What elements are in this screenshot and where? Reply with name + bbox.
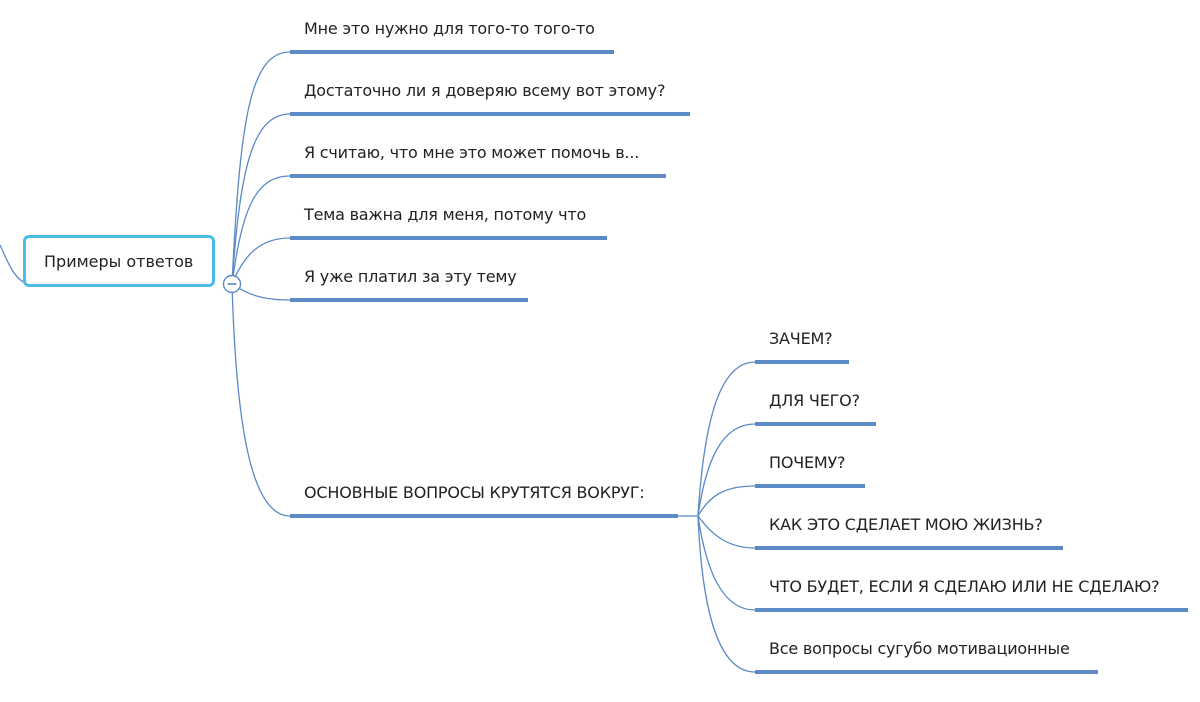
child-node-6[interactable]: Все вопросы сугубо мотивационные [769,639,1070,658]
branch-node-6[interactable]: ОСНОВНЫЕ ВОПРОСЫ КРУТЯТСЯ ВОКРУГ: [304,483,645,502]
child-node-2[interactable]: ДЛЯ ЧЕГО? [769,391,860,410]
branch-node-2[interactable]: Достаточно ли я доверяю всему вот этому? [304,81,666,100]
child-node-4[interactable]: КАК ЭТО СДЕЛАЕТ МОЮ ЖИЗНЬ? [769,515,1043,534]
child-node-1[interactable]: ЗАЧЕМ? [769,329,833,348]
root-node-box[interactable] [23,235,215,287]
child-node-5[interactable]: ЧТО БУДЕТ, ЕСЛИ Я СДЕЛАЮ ИЛИ НЕ СДЕЛАЮ? [769,577,1160,596]
child-underlines [755,360,1188,674]
branch-node-3[interactable]: Я считаю, что мне это может помочь в... [304,143,640,162]
collapse-toggle[interactable] [222,274,242,294]
branch-underlines [290,50,690,518]
root-node-label: Примеры ответов [44,252,194,271]
branch-node-5[interactable]: Я уже платил за эту тему [304,267,517,286]
sub-connectors [678,361,756,673]
branch-node-1[interactable]: Мне это нужно для того-то того-то [304,19,595,38]
branch-node-4[interactable]: Тема важна для меня, потому что [304,205,587,224]
child-node-3[interactable]: ПОЧЕМУ? [769,453,846,472]
